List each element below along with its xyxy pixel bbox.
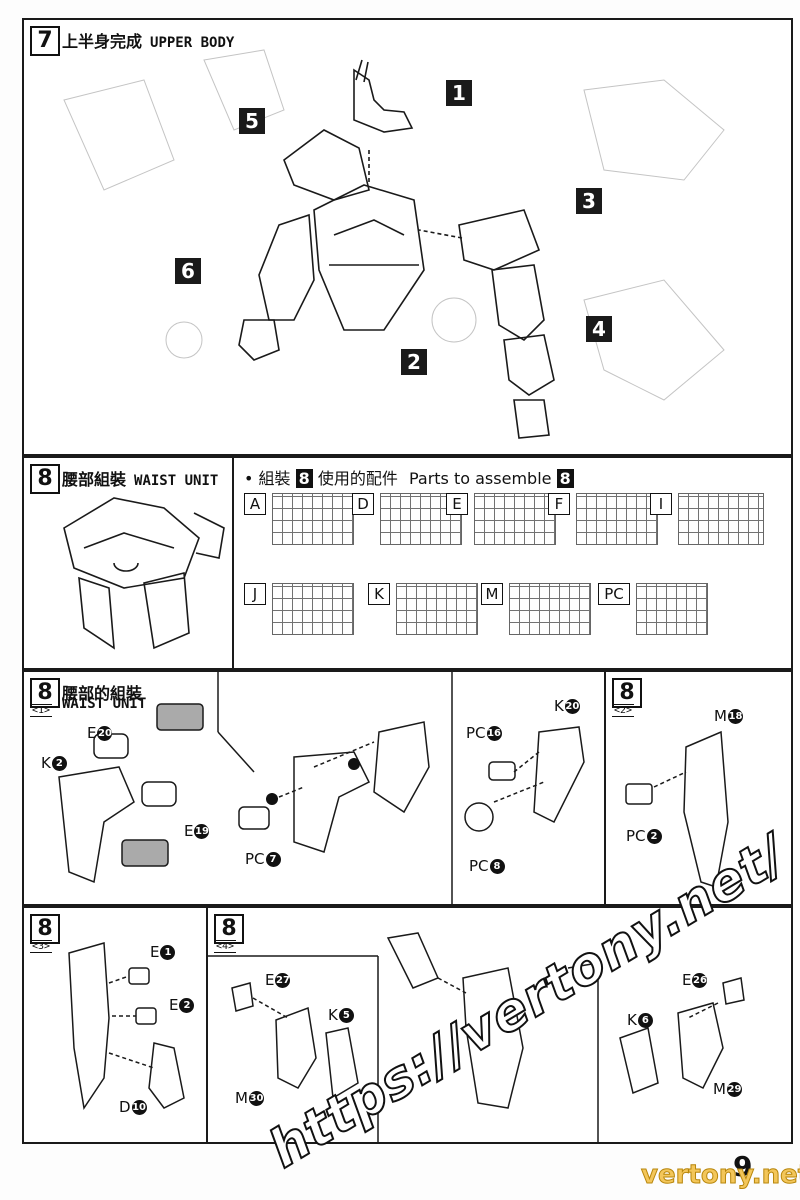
page-number: 9 <box>733 1150 753 1183</box>
runner-tag: M <box>481 583 503 605</box>
step8-1-title-en: WAIST UNIT <box>62 696 147 712</box>
step8-1-title-cn: 腰部的組裝 <box>62 684 143 703</box>
parts-step-box: 8 <box>295 469 313 488</box>
step8-1-panel: 8 腰部的組裝 <1> WAIST UNIT <box>22 670 606 906</box>
callout-1: 1 <box>446 80 472 106</box>
parts-header: • 組裝 8 使用的配件 Parts to assemble 8 <box>244 465 574 489</box>
step8-1-number: 8 <box>30 678 60 708</box>
step8-title-en: WAIST UNIT <box>134 473 219 489</box>
step8-3-number: 8 <box>30 914 60 944</box>
runner-tag: K <box>368 583 390 605</box>
runner-sprue <box>272 583 354 635</box>
upper-body-illustration <box>63 49 725 439</box>
step8-1-sub: <1> <box>30 704 53 717</box>
callout-2: 2 <box>401 349 427 375</box>
runner-tag: A <box>244 493 266 515</box>
step8-4-number: 8 <box>214 914 244 944</box>
step8-2-number: 8 <box>612 678 642 708</box>
step8-divider <box>232 458 234 668</box>
runner-tag: J <box>244 583 266 605</box>
step7-title: 上半身完成 UPPER BODY <box>62 28 234 52</box>
step8-4-sub: <4> <box>214 940 237 953</box>
runner-tag: D <box>352 493 374 515</box>
runner-tag: E <box>446 493 468 515</box>
parts-prefix: • 組裝 <box>244 469 291 488</box>
step7-title-en: UPPER BODY <box>150 35 235 51</box>
runner-tag: PC <box>598 583 630 605</box>
callout-5: 5 <box>239 108 265 134</box>
waist-assembly-4-illustration <box>208 932 745 1142</box>
step7-number: 7 <box>30 26 60 56</box>
runner-sprue <box>636 583 708 635</box>
waist-assembly-2-illustration <box>625 730 729 888</box>
runner-sprue <box>396 583 478 635</box>
runner-sprue <box>509 583 591 635</box>
step7-title-cn: 上半身完成 <box>62 32 143 51</box>
waist-assembly-1-illustration <box>58 672 585 904</box>
parts-en: Parts to assemble <box>408 469 552 488</box>
parts-step-box-2: 8 <box>556 469 574 488</box>
watermark-site: vertony.net <box>640 1160 800 1191</box>
step8-3-sub: <3> <box>30 940 53 953</box>
callout-3: 3 <box>576 188 602 214</box>
callout-6: 6 <box>175 258 201 284</box>
runner-sprue <box>272 493 354 545</box>
runner-sprue <box>678 493 764 545</box>
step8-title-cn: 腰部組裝 <box>62 470 127 489</box>
step8-number: 8 <box>30 464 60 494</box>
parts-middle: 使用的配件 <box>317 469 398 488</box>
waist-unit-illustration <box>63 497 225 650</box>
runner-sprue <box>474 493 556 545</box>
callout-4: 4 <box>586 316 612 342</box>
step8-title: 腰部組裝 WAIST UNIT <box>62 466 218 490</box>
step7-panel: 7 上半身完成 UPPER BODY <box>22 18 793 456</box>
waist-assembly-3-illustration <box>68 942 185 1110</box>
runner-sprue <box>576 493 658 545</box>
runner-tag: I <box>650 493 672 515</box>
runner-tag: F <box>548 493 570 515</box>
step8-2-sub: <2> <box>612 704 635 717</box>
